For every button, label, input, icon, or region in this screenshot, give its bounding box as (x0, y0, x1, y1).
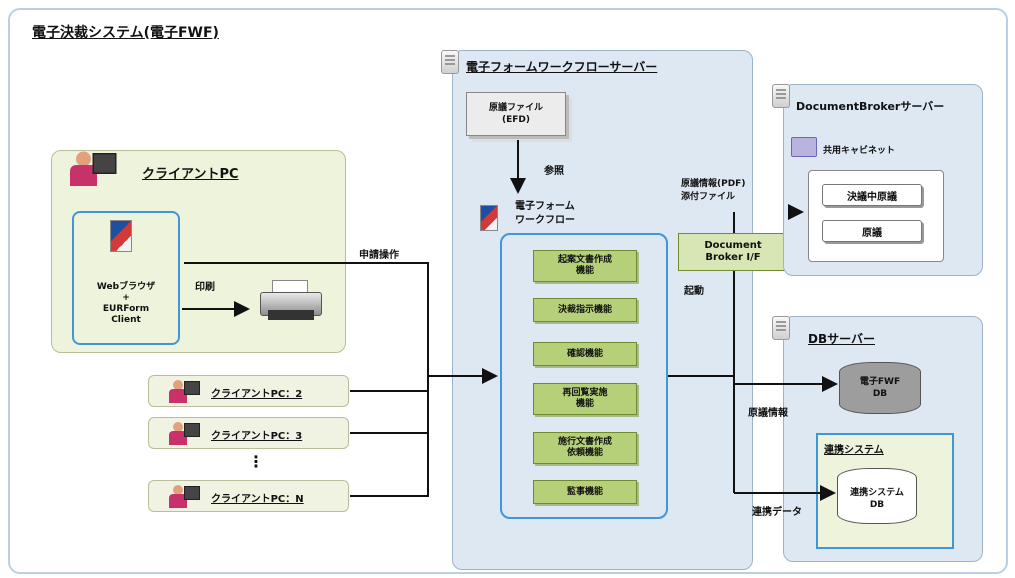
ellipsis: ⋮ (248, 452, 264, 471)
person-icon (169, 379, 200, 405)
browser-label: Webブラウザ + EURForm Client (96, 282, 156, 325)
workflow-box (500, 233, 668, 519)
function-saikairan: 再回覧実施 機能 (533, 383, 637, 415)
function-kakunin: 確認機能 (533, 342, 637, 366)
client-row-3: クライアントPC：3 (148, 417, 349, 449)
main-frame (8, 8, 1008, 574)
renkei-db-cylinder (837, 468, 917, 524)
printer-icon (258, 280, 324, 324)
server-icon (772, 84, 790, 108)
client-label: クライアントPC：2 (211, 389, 303, 400)
cabinet-label: 共用キャビネット (823, 146, 896, 156)
pdf-info-label: 原議情報(PDF) 添付ファイル (681, 179, 746, 202)
to-docbroker-arrow (733, 211, 800, 233)
server-icon (772, 316, 790, 340)
cabinet-folder-icon (791, 137, 817, 157)
person-icon (169, 484, 200, 510)
function-shiko: 施行文書作成 依頼機能 (533, 432, 637, 464)
renkei-system-title: 連携システム (824, 445, 884, 456)
fwf-db-cylinder (839, 362, 921, 414)
person-icon (70, 150, 117, 189)
renkei-db-label: 連携システム DB (850, 488, 904, 510)
apply-line (184, 262, 429, 376)
reference-label: 参照 (544, 166, 564, 177)
docbroker-title: DocumentBrokerサーバー (796, 100, 945, 113)
page-title: 電子決裁システム(電子FWF) (32, 25, 219, 41)
client-row-n: クライアントPC：N (148, 480, 349, 512)
workflow-icon (480, 205, 498, 231)
function-kian: 起案文書作成 機能 (533, 250, 637, 282)
kessai-genjo-item: 決議中原議 (822, 184, 922, 206)
client-label: クライアントPC：N (211, 494, 304, 505)
browser-app-icon (110, 220, 132, 252)
document-broker-if: Document Broker I/F (678, 233, 788, 271)
apply-operation-label: 申請操作 (359, 250, 399, 261)
db-server-title: DBサーバー (808, 332, 875, 346)
efd-file: 原議ファイル (EFD) (466, 92, 566, 136)
person-icon (169, 421, 200, 447)
clientn-line (350, 433, 429, 497)
workflow-server-title: 電子フォームワークフローサーバー (466, 60, 658, 74)
fwf-db-label: 電子FWF DB (859, 377, 901, 399)
workflow-label: 電子フォーム ワークフロー (515, 201, 575, 226)
function-kanji: 監事機能 (533, 480, 637, 504)
server-icon (441, 50, 459, 74)
client-label: クライアントPC：3 (211, 431, 303, 442)
start-label: 起動 (684, 286, 704, 297)
print-label: 印刷 (195, 282, 215, 293)
genjo-item: 原議 (822, 220, 922, 242)
client-row-2: クライアントPC：2 (148, 375, 349, 407)
client3-line (350, 376, 429, 434)
client-pc-title: クライアントPC (142, 167, 239, 182)
renkei-data-label: 連携データ (752, 507, 802, 518)
genjo-info-label: 原議情報 (748, 408, 788, 419)
function-kessai: 決裁指示機能 (533, 298, 637, 322)
